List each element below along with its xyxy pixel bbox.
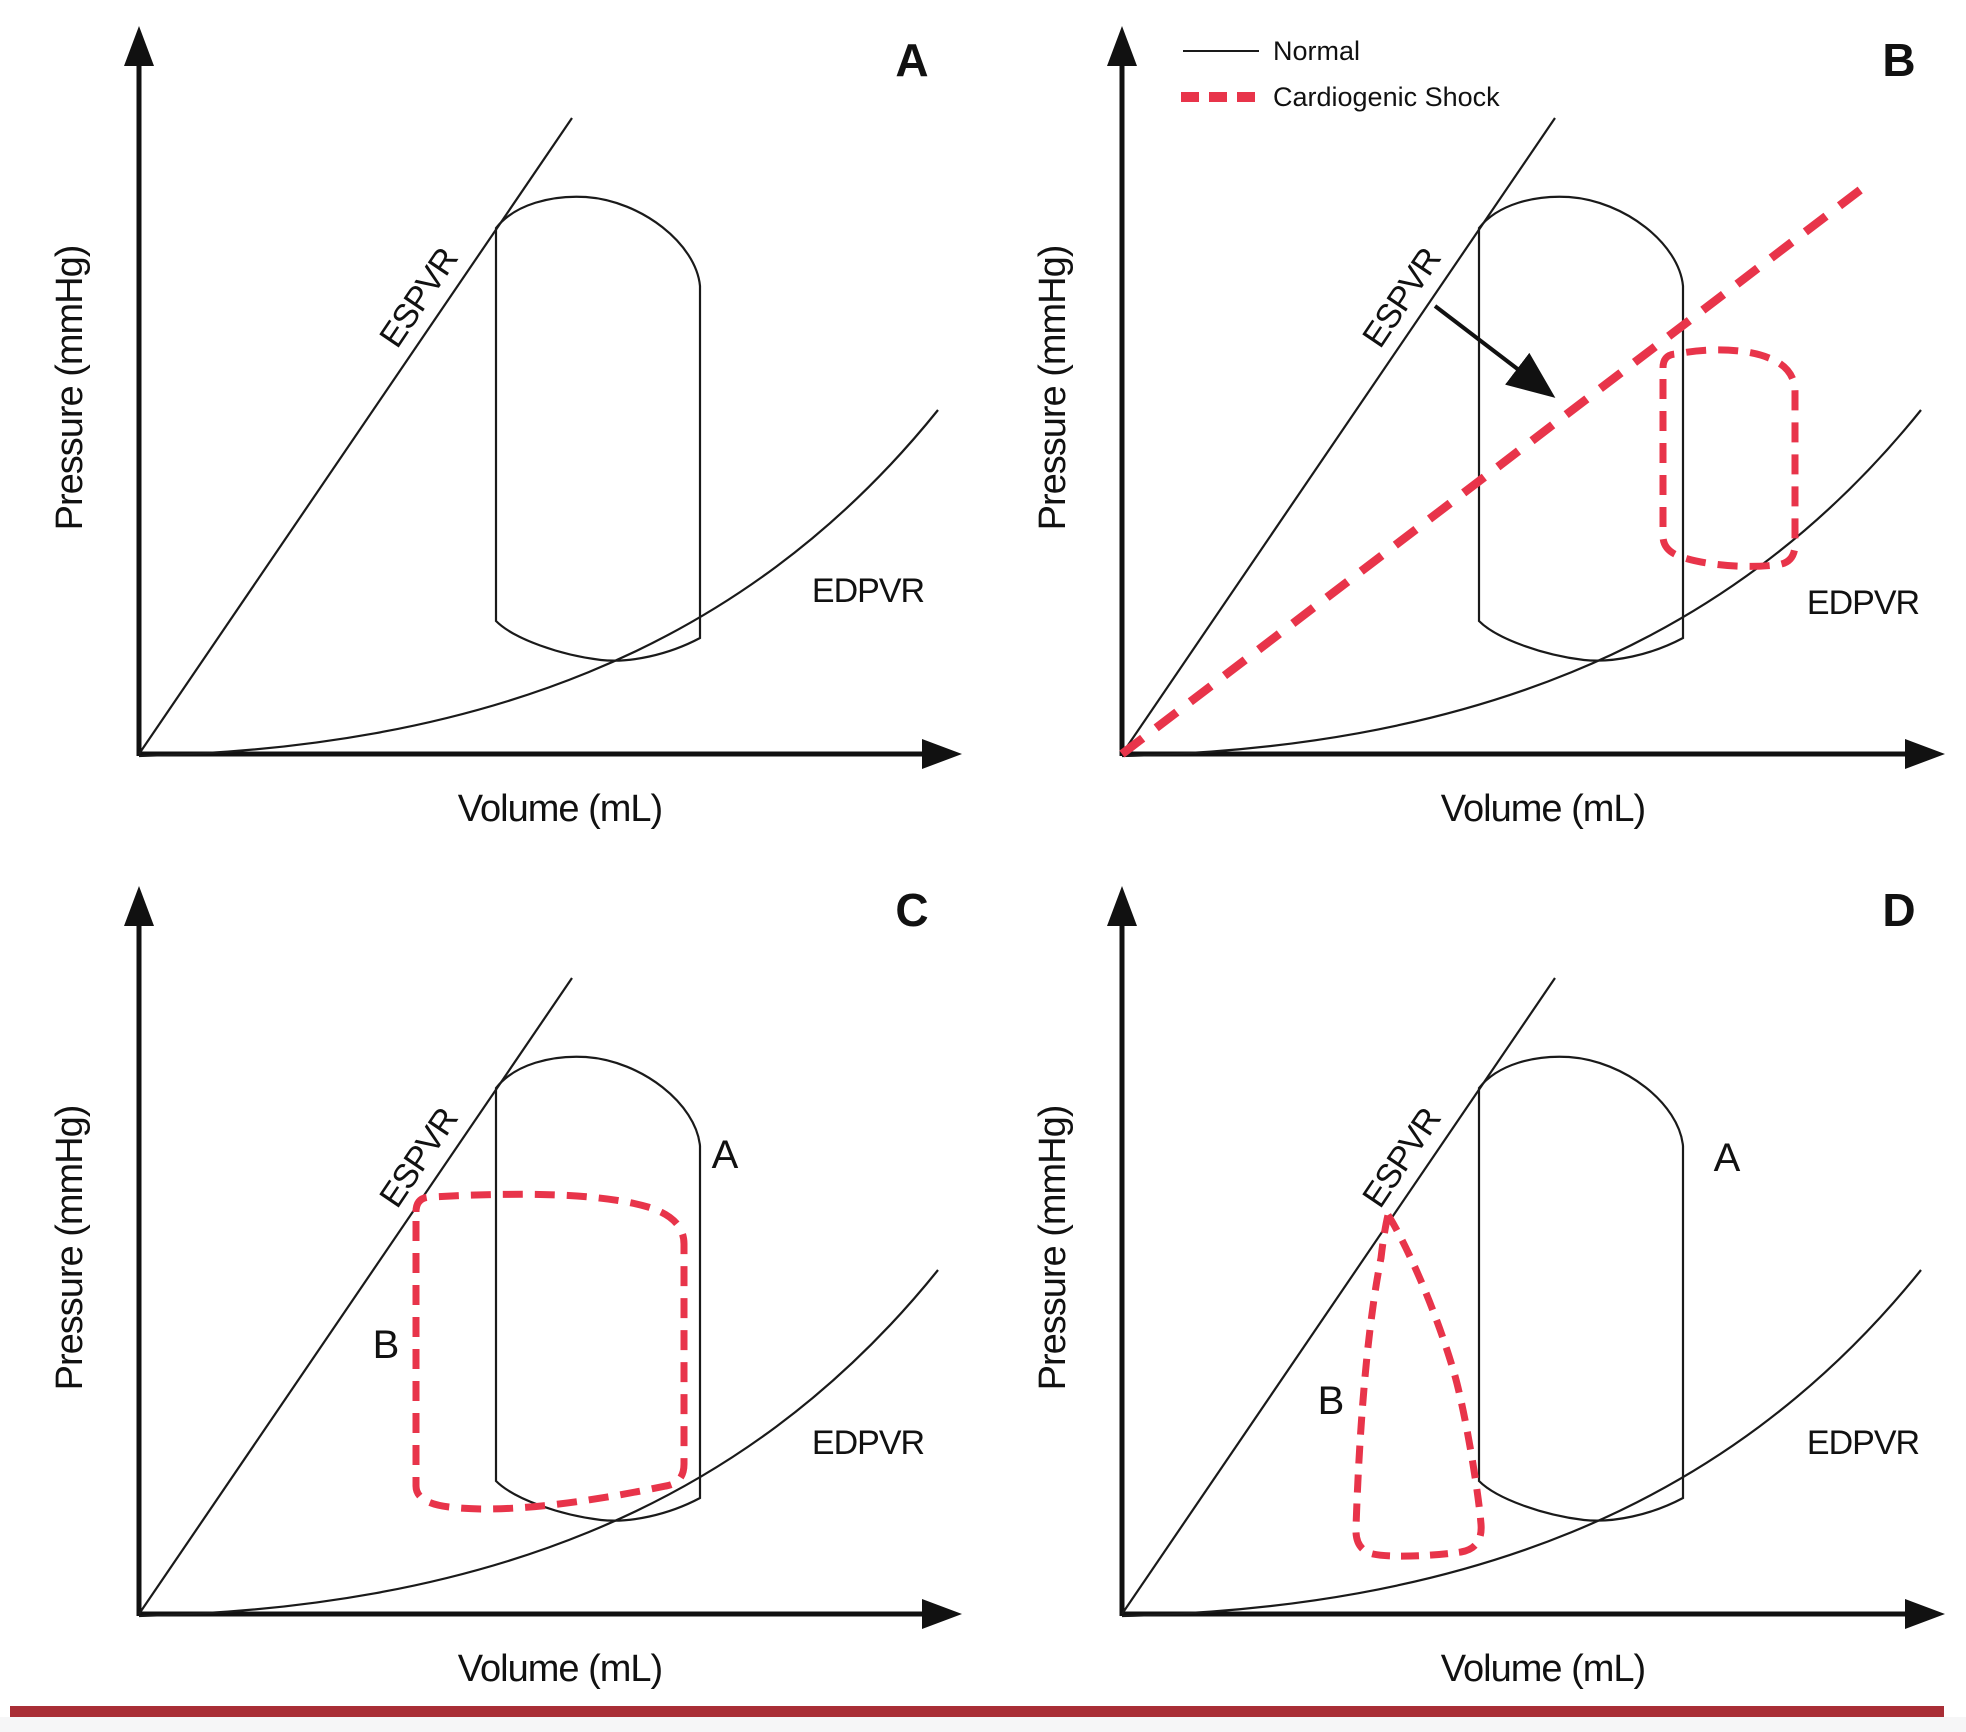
x-axis-label: Volume (mL) (458, 1648, 662, 1690)
edpvr-label: EDPVR (812, 572, 924, 610)
normal-loop-letter: A (1714, 1136, 1741, 1180)
panel-letter: A (895, 34, 928, 86)
bottom-divider-rule (10, 1706, 1944, 1717)
shock-espvr-line (1119, 180, 1871, 758)
edpvr-label: EDPVR (1807, 1424, 1919, 1462)
normal-pv-loop (1477, 195, 1685, 662)
espvr-line (138, 117, 573, 755)
x-axis-label: Volume (mL) (1441, 788, 1645, 830)
panel-c: A B ESPVR EDPVR Volume (mL) Pressure (mm… (49, 884, 962, 1690)
edpvr-curve (138, 409, 939, 758)
y-axis-arrow-icon (1107, 886, 1137, 926)
x-axis-label: Volume (mL) (1441, 1648, 1645, 1690)
espvr-line (1121, 977, 1556, 1615)
edpvr-label: EDPVR (1807, 584, 1919, 622)
shift-arrow (1433, 304, 1556, 398)
shock-pv-loop (412, 1190, 688, 1513)
y-axis-label: Pressure (mmHg) (49, 1106, 91, 1391)
panel-letter: B (1882, 34, 1915, 86)
espvr-label: ESPVR (1355, 242, 1448, 355)
edpvr-label: EDPVR (812, 1424, 924, 1462)
panel-d: A B ESPVR EDPVR Volume (mL) Pressure (mm… (1032, 884, 1945, 1690)
normal-pv-loop (494, 195, 702, 662)
normal-loop-letter: A (712, 1133, 739, 1177)
espvr-label: ESPVR (372, 242, 465, 355)
y-axis-label: Pressure (mmHg) (1032, 246, 1074, 531)
footer-strip (0, 1717, 1966, 1732)
y-axis-arrow-icon (1107, 26, 1137, 66)
edpvr-curve (1121, 409, 1922, 758)
shock-loop-letter: B (373, 1323, 400, 1367)
espvr-line (1121, 117, 1556, 755)
edpvr-curve (1121, 1269, 1922, 1618)
shock-pv-loop (1352, 1206, 1485, 1560)
panel-letter: D (1882, 884, 1915, 936)
shock-loop-letter: B (1318, 1379, 1345, 1423)
panel-a: ESPVR EDPVR Volume (mL) Pressure (mmHg) … (49, 26, 962, 830)
y-axis-arrow-icon (124, 26, 154, 66)
normal-pv-loop (1477, 1055, 1685, 1522)
legend-normal-label: Normal (1273, 36, 1360, 66)
panel-letter: C (895, 884, 928, 936)
x-axis-arrow-icon (1905, 1599, 1945, 1629)
espvr-label: ESPVR (1355, 1102, 1448, 1215)
legend-shock-label: Cardiogenic Shock (1273, 82, 1500, 112)
x-axis-label: Volume (mL) (458, 788, 662, 830)
y-axis-label: Pressure (mmHg) (49, 246, 91, 531)
normal-pv-loop (494, 1055, 702, 1522)
y-axis-arrow-icon (124, 886, 154, 926)
y-axis-label: Pressure (mmHg) (1032, 1106, 1074, 1391)
x-axis-arrow-icon (1905, 739, 1945, 769)
espvr-line (138, 977, 573, 1615)
x-axis-arrow-icon (922, 739, 962, 769)
panel-b: Normal Cardiogenic Shock ESPVR EDPVR Vol… (1032, 26, 1945, 830)
edpvr-curve (138, 1269, 939, 1618)
x-axis-arrow-icon (922, 1599, 962, 1629)
